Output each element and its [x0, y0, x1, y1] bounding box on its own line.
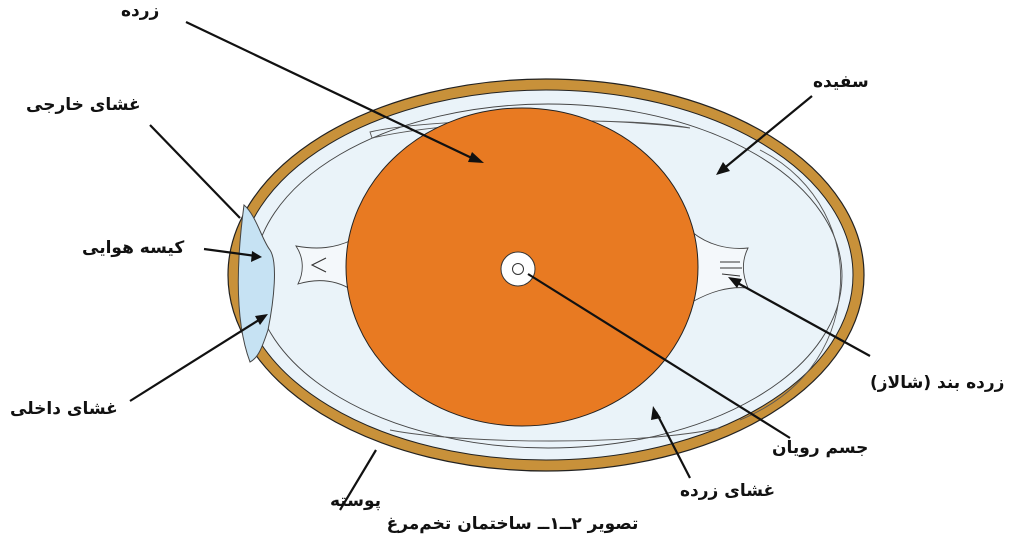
label-albumen: سفیده	[813, 74, 869, 91]
label-yolk: زرده	[121, 3, 159, 20]
germinal-disc-center	[513, 264, 524, 275]
label-inner-membrane: غشای داخلی	[10, 401, 118, 418]
label-vitelline-membrane: غشای زرده	[680, 483, 775, 500]
label-germinal-disc: جسم رویان	[772, 440, 868, 457]
leader-outer-membrane	[150, 125, 240, 218]
label-chalaza: زرده بند (شالاز)	[870, 375, 1004, 392]
label-air-cell: کیسه هوایی	[82, 240, 184, 257]
label-shell: پوسته	[330, 493, 381, 510]
leader-inner-membrane	[130, 318, 262, 401]
label-outer-membrane: غشای خارجی	[26, 97, 141, 114]
figure-caption: تصویر ۲ــ۱ــ ساختمان تخم‌مرغ	[0, 516, 1025, 533]
